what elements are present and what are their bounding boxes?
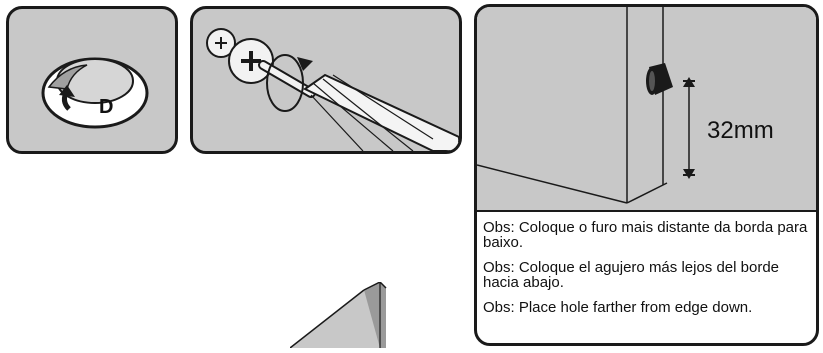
cam-lock-panel: D (6, 6, 178, 154)
cam-letter: D (99, 96, 113, 118)
hole-position-panel: 32mm Obs: Coloque o furo mais distante d… (474, 4, 819, 346)
notes-box: Obs: Coloque o furo mais distante da bor… (477, 210, 816, 325)
screwdriver-panel (190, 6, 462, 154)
screwdriver-icon (193, 9, 459, 151)
dowel-peg (646, 63, 673, 95)
note-spanish: Obs: Coloque el agujero más lejos del bo… (483, 260, 810, 290)
measurement-label: 32mm (707, 117, 774, 145)
note-portuguese: Obs: Coloque o furo mais distante da bor… (483, 220, 810, 250)
hole-position-illustration: 32mm (477, 7, 816, 210)
note-english: Obs: Place hole farther from edge down. (483, 300, 810, 315)
dimension-arrow (683, 77, 695, 179)
board-illustration (290, 282, 390, 348)
cam-lock-illustration: D (9, 9, 175, 151)
